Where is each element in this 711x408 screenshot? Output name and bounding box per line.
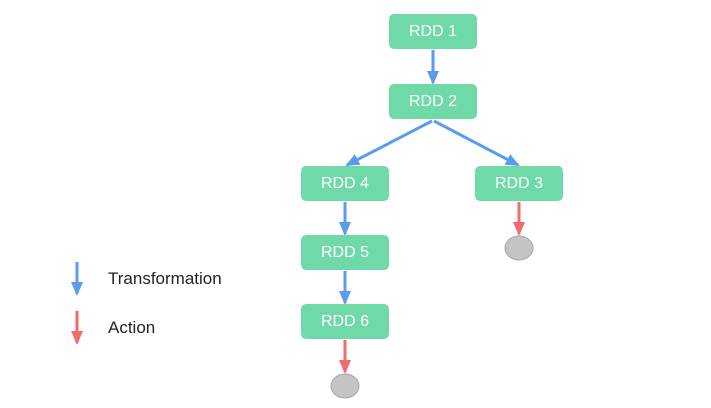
node-rdd4[interactable]: RDD 4 <box>301 166 389 201</box>
legend-action-label: Action <box>108 318 156 337</box>
node-rdd2[interactable]: RDD 2 <box>389 84 477 119</box>
node-rdd5[interactable]: RDD 5 <box>301 235 389 270</box>
node-rdd3-label: RDD 3 <box>495 175 543 192</box>
edge-rdd2-rdd3 <box>433 119 520 167</box>
node-rdd3[interactable]: RDD 3 <box>475 166 563 201</box>
node-rdd2-label: RDD 2 <box>409 93 457 110</box>
action-result-rdd6 <box>330 373 360 399</box>
edge-rdd2-rdd4 <box>345 119 433 167</box>
node-rdd6-label: RDD 6 <box>321 313 369 330</box>
action-result-rdd3 <box>504 235 534 261</box>
node-rdd6[interactable]: RDD 6 <box>301 304 389 339</box>
node-rdd1-label: RDD 1 <box>409 23 457 40</box>
legend-transformation-label: Transformation <box>108 269 222 288</box>
node-rdd4-label: RDD 4 <box>321 175 369 192</box>
node-rdd5-label: RDD 5 <box>321 244 369 261</box>
node-rdd1[interactable]: RDD 1 <box>389 14 477 49</box>
